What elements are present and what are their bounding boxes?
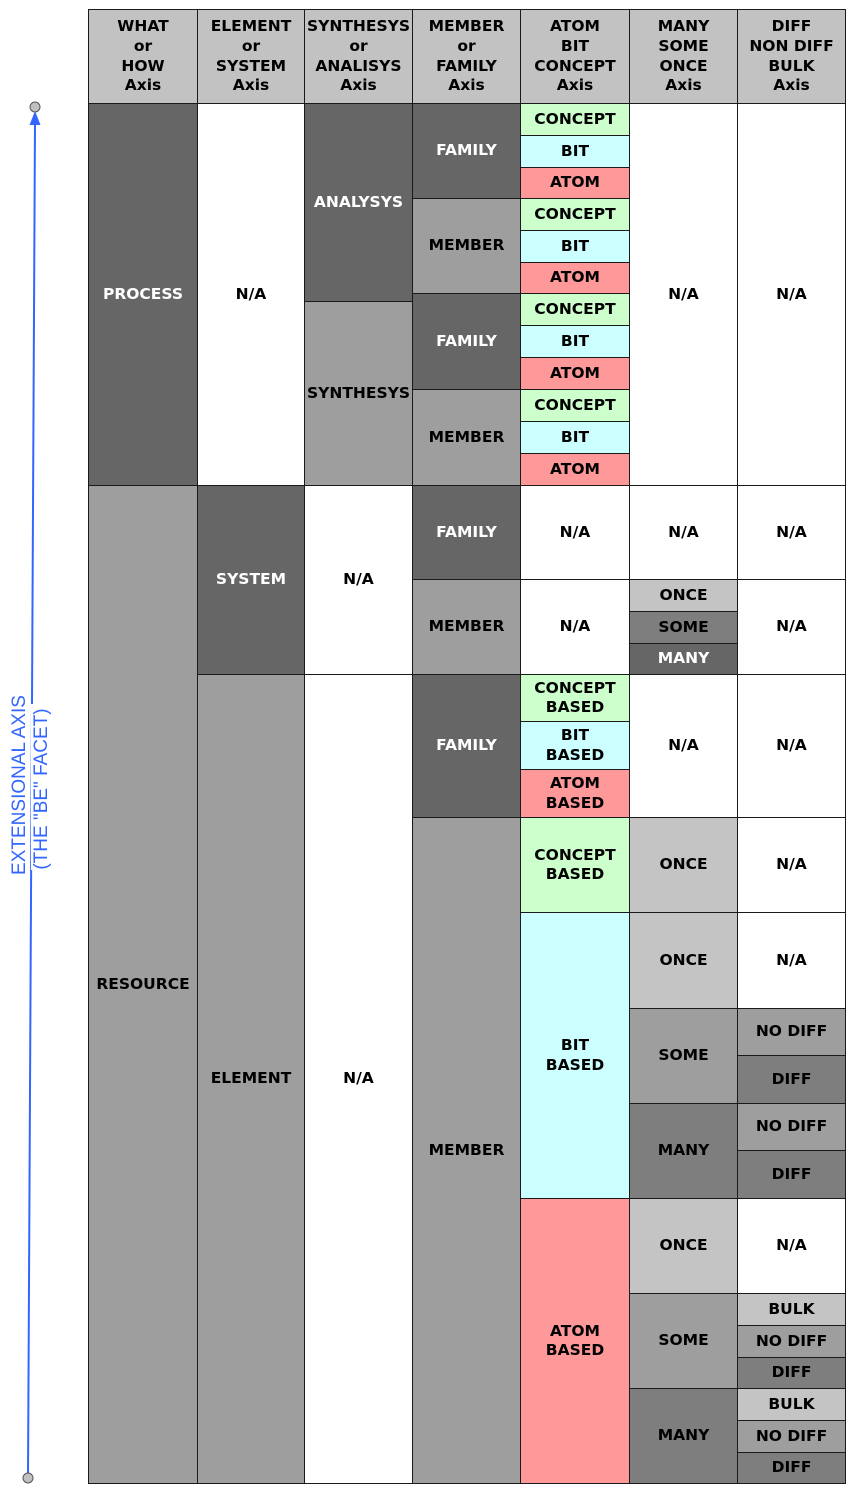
element-cell: ELEMENT [197,674,305,1484]
atom-based-cell: ATOM BASED [520,769,630,818]
system-family-cell: FAMILY [412,485,521,580]
once-cell: ONCE [629,1198,738,1294]
synthesys-family-cell: FAMILY [412,293,521,390]
concept-cell: CONCEPT [520,293,630,326]
concept-cell: CONCEPT [520,389,630,422]
many-some-once-axis-header: MANY SOME ONCE Axis [629,9,738,104]
element-synthesys-cell: N/A [304,674,413,1484]
member-or-family-axis-header: MEMBER or FAMILY Axis [412,9,521,104]
element-family-diff-cell: N/A [737,674,846,818]
system-synthesys-cell: N/A [304,485,413,675]
many-cell: MANY [629,1103,738,1199]
na-cell: N/A [737,817,846,913]
bulk-cell: BULK [737,1388,846,1421]
synthesys-or-analisys-axis-header: SYNTHESYS or ANALISYS Axis [304,9,413,104]
concept-cell: CONCEPT [520,198,630,231]
some-cell: SOME [629,1008,738,1104]
no-diff-cell: NO DIFF [737,1008,846,1056]
diff-non-diff-bulk-axis-header: DIFF NON DIFF BULK Axis [737,9,846,104]
axis-bottom-handle-icon[interactable] [22,1472,34,1484]
diff-cell: DIFF [737,1055,846,1104]
synthesys-cell: SYNTHESYS [304,301,413,486]
no-diff-cell: NO DIFF [737,1325,846,1358]
concept-based-cell: CONCEPT BASED [520,674,630,722]
some-cell: SOME [629,1293,738,1389]
atom-cell: ATOM [520,262,630,294]
analysys-member-cell: MEMBER [412,198,521,294]
bit-based-cell: BIT BASED [520,721,630,770]
atom-cell: ATOM [520,357,630,390]
atom-bit-concept-axis-header: ATOM BIT CONCEPT Axis [520,9,630,104]
many-cell: MANY [629,643,738,675]
process-cell: PROCESS [88,103,198,486]
analysys-cell: ANALYSYS [304,103,413,302]
system-member-diff-cell: N/A [737,579,846,675]
process-many-some-once-cell: N/A [629,103,738,486]
system-cell: SYSTEM [197,485,305,675]
element-family-many-cell: N/A [629,674,738,818]
system-member-atom-cell: N/A [520,579,630,675]
system-family-atom-cell: N/A [520,485,630,580]
process-element-system-cell: N/A [197,103,305,486]
resource-cell: RESOURCE [88,485,198,1484]
na-cell: N/A [737,1198,846,1294]
concept-based-cell: CONCEPT BASED [520,817,630,913]
synthesys-member-cell: MEMBER [412,389,521,486]
many-cell: MANY [629,1388,738,1484]
diff-cell: DIFF [737,1357,846,1389]
atom-cell: ATOM [520,167,630,199]
system-family-diff-cell: N/A [737,485,846,580]
some-cell: SOME [629,611,738,644]
no-diff-cell: NO DIFF [737,1103,846,1151]
element-family-cell: FAMILY [412,674,521,818]
diff-cell: DIFF [737,1452,846,1484]
atom-based-cell: ATOM BASED [520,1198,630,1484]
what-or-how-axis-header: WHAT or HOW Axis [88,9,198,104]
once-cell: ONCE [629,912,738,1009]
bulk-cell: BULK [737,1293,846,1326]
atom-cell: ATOM [520,453,630,486]
bit-cell: BIT [520,421,630,454]
concept-cell: CONCEPT [520,103,630,136]
na-cell: N/A [737,912,846,1009]
element-or-system-axis-header: ELEMENT or SYSTEM Axis [197,9,305,104]
bit-based-cell: BIT BASED [520,912,630,1199]
bit-cell: BIT [520,135,630,168]
system-family-many-cell: N/A [629,485,738,580]
once-cell: ONCE [629,579,738,612]
once-cell: ONCE [629,817,738,913]
axis-arrowhead-icon [29,111,41,125]
bit-cell: BIT [520,230,630,263]
axis-top-handle-icon[interactable] [29,101,41,113]
system-member-cell: MEMBER [412,579,521,675]
diff-cell: DIFF [737,1150,846,1199]
process-diff-cell: N/A [737,103,846,486]
no-diff-cell: NO DIFF [737,1420,846,1453]
analysys-family-cell: FAMILY [412,103,521,199]
bit-cell: BIT [520,325,630,358]
element-member-cell: MEMBER [412,817,521,1484]
